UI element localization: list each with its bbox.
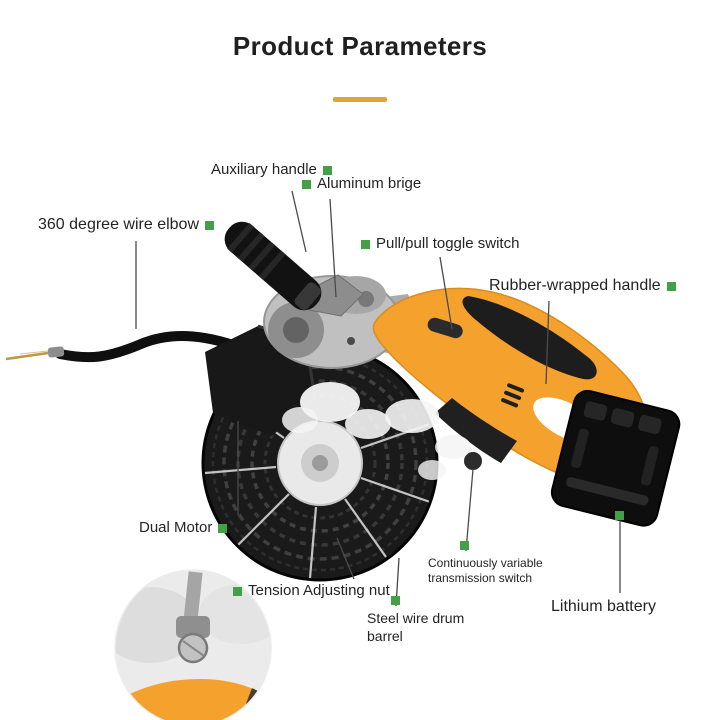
aluminum-bridge-marker: [302, 179, 311, 189]
battery-graphic: [550, 389, 681, 527]
label-aluminum-bridge: Aluminum brige: [302, 175, 421, 194]
label-wire-elbow: 360 degree wire elbow: [38, 215, 214, 235]
label-toggle-switch: Pull/pull toggle switch: [361, 235, 519, 254]
drum-barrel-marker: [391, 596, 400, 605]
rubber-handle-text: Rubber-wrapped handle: [489, 277, 661, 294]
label-lithium-battery: Lithium battery: [551, 597, 656, 617]
lithium-battery-marker: [615, 511, 624, 520]
label-cvt-switch: Continuously variable transmission switc…: [428, 556, 558, 586]
auxiliary-handle-marker: [322, 165, 332, 175]
toggle-switch-marker: [361, 239, 370, 249]
page-title: Product Parameters: [232, 31, 488, 61]
wire-elbow-text: 360 degree wire elbow: [38, 216, 199, 233]
lithium-battery-text: Lithium battery: [551, 598, 656, 615]
wire-elbow-marker: [205, 220, 214, 230]
label-rubber-handle: Rubber-wrapped handle: [489, 276, 676, 296]
highlight-blur-graphic: [282, 382, 471, 480]
label-drum-barrel: Steel wire drum barrel: [367, 610, 485, 645]
cvt-switch-text: Continuously variable transmission switc…: [428, 556, 543, 585]
leader-lines: [135, 190, 621, 607]
dual-motor-text: Dual Motor: [139, 519, 213, 536]
leader-rubber-handle: [545, 300, 550, 385]
toggle-switch-text: Pull/pull toggle switch: [376, 235, 520, 252]
aluminum-bridge-text: Aluminum brige: [317, 175, 422, 192]
label-tension-nut: Tension Adjusting nut: [233, 582, 390, 601]
label-auxiliary-handle: Auxiliary handle: [211, 161, 332, 180]
wire-elbow-graphic: [5, 331, 257, 363]
rubber-handle-marker: [666, 281, 676, 291]
label-dual-motor: Dual Motor: [139, 519, 228, 538]
leader-auxiliary-handle: [291, 190, 307, 253]
leader-aluminum-bridge: [329, 198, 337, 298]
dual-motor-marker: [218, 523, 228, 533]
leader-toggle-switch: [439, 256, 453, 330]
auxiliary-handle-text: Auxiliary handle: [211, 161, 317, 178]
leader-cvt-switch: [465, 468, 474, 552]
tension-nut-marker: [233, 586, 242, 596]
tension-nut-text: Tension Adjusting nut: [248, 582, 390, 599]
drum-barrel-text: Steel wire drum barrel: [367, 610, 465, 644]
accent-divider: [333, 97, 387, 102]
auxiliary-handle-graphic: [224, 221, 322, 311]
cvt-switch-marker: [460, 541, 469, 550]
leader-tension-nut: [336, 537, 355, 580]
